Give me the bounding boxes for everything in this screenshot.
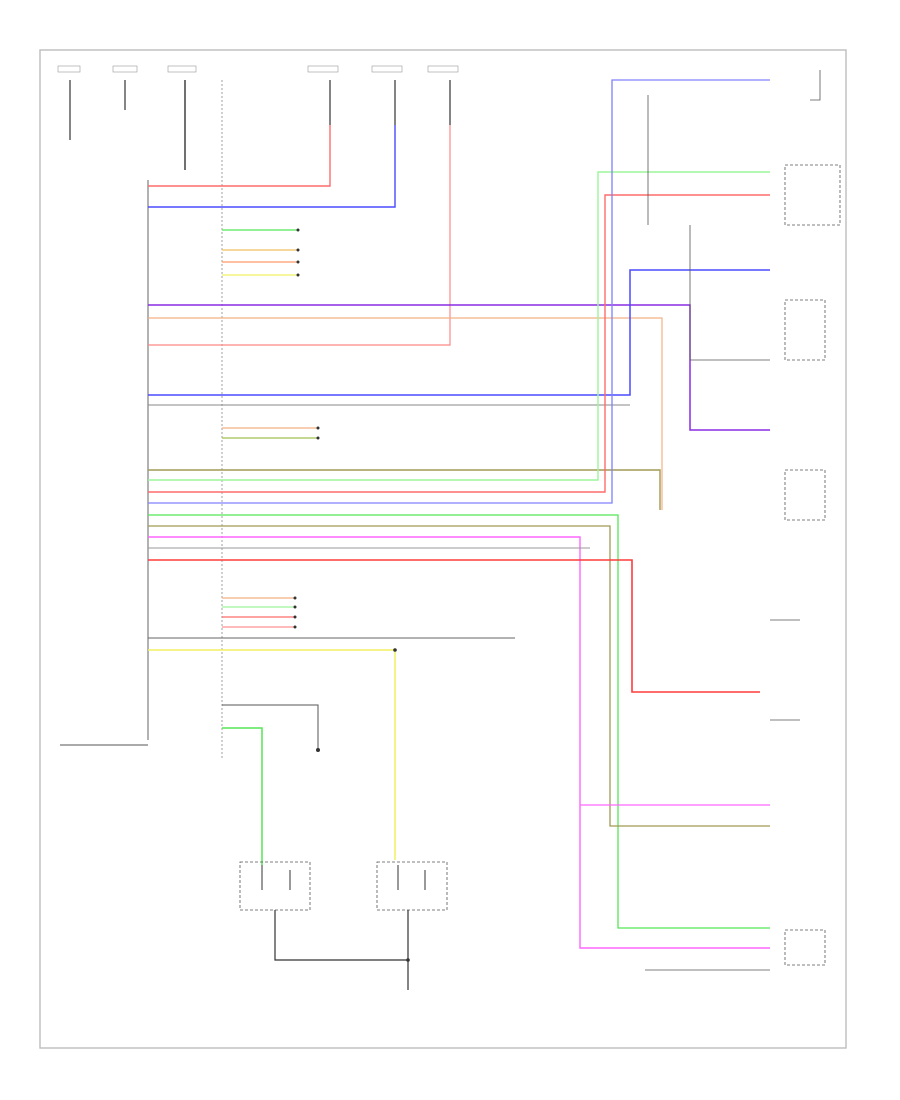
wire-yellow bbox=[148, 649, 396, 860]
diagram-frame bbox=[39, 49, 847, 1049]
wire-green bbox=[148, 514, 770, 929]
wire-olive bbox=[148, 525, 770, 827]
fuse-block-left bbox=[57, 65, 197, 170]
control-module bbox=[60, 80, 223, 760]
connector-group-middle bbox=[222, 426, 320, 440]
wire-blue bbox=[148, 79, 770, 504]
connector-group-lower bbox=[222, 596, 297, 629]
wire-red bbox=[148, 559, 760, 693]
wire-olive bbox=[148, 469, 661, 510]
right-components bbox=[645, 70, 841, 971]
wire-pink bbox=[148, 536, 770, 949]
wire-black bbox=[274, 910, 409, 990]
splice-point bbox=[406, 958, 410, 962]
wire-green bbox=[222, 727, 263, 865]
ground-point bbox=[316, 748, 320, 752]
splice-point bbox=[393, 648, 397, 652]
wire-blue bbox=[148, 269, 770, 396]
wire-orange bbox=[148, 317, 663, 510]
fuse-block-center bbox=[307, 65, 459, 125]
switch-box-left bbox=[239, 861, 311, 911]
connector-group-upper bbox=[222, 228, 300, 277]
wire-purple bbox=[148, 304, 770, 431]
wire-red bbox=[148, 125, 331, 187]
wire-red bbox=[148, 194, 770, 493]
switch-box-right bbox=[376, 861, 448, 911]
wire-red bbox=[148, 125, 451, 346]
wire-blue bbox=[148, 125, 396, 208]
wire-gray bbox=[222, 704, 319, 748]
wire-lightgreen bbox=[148, 171, 770, 481]
